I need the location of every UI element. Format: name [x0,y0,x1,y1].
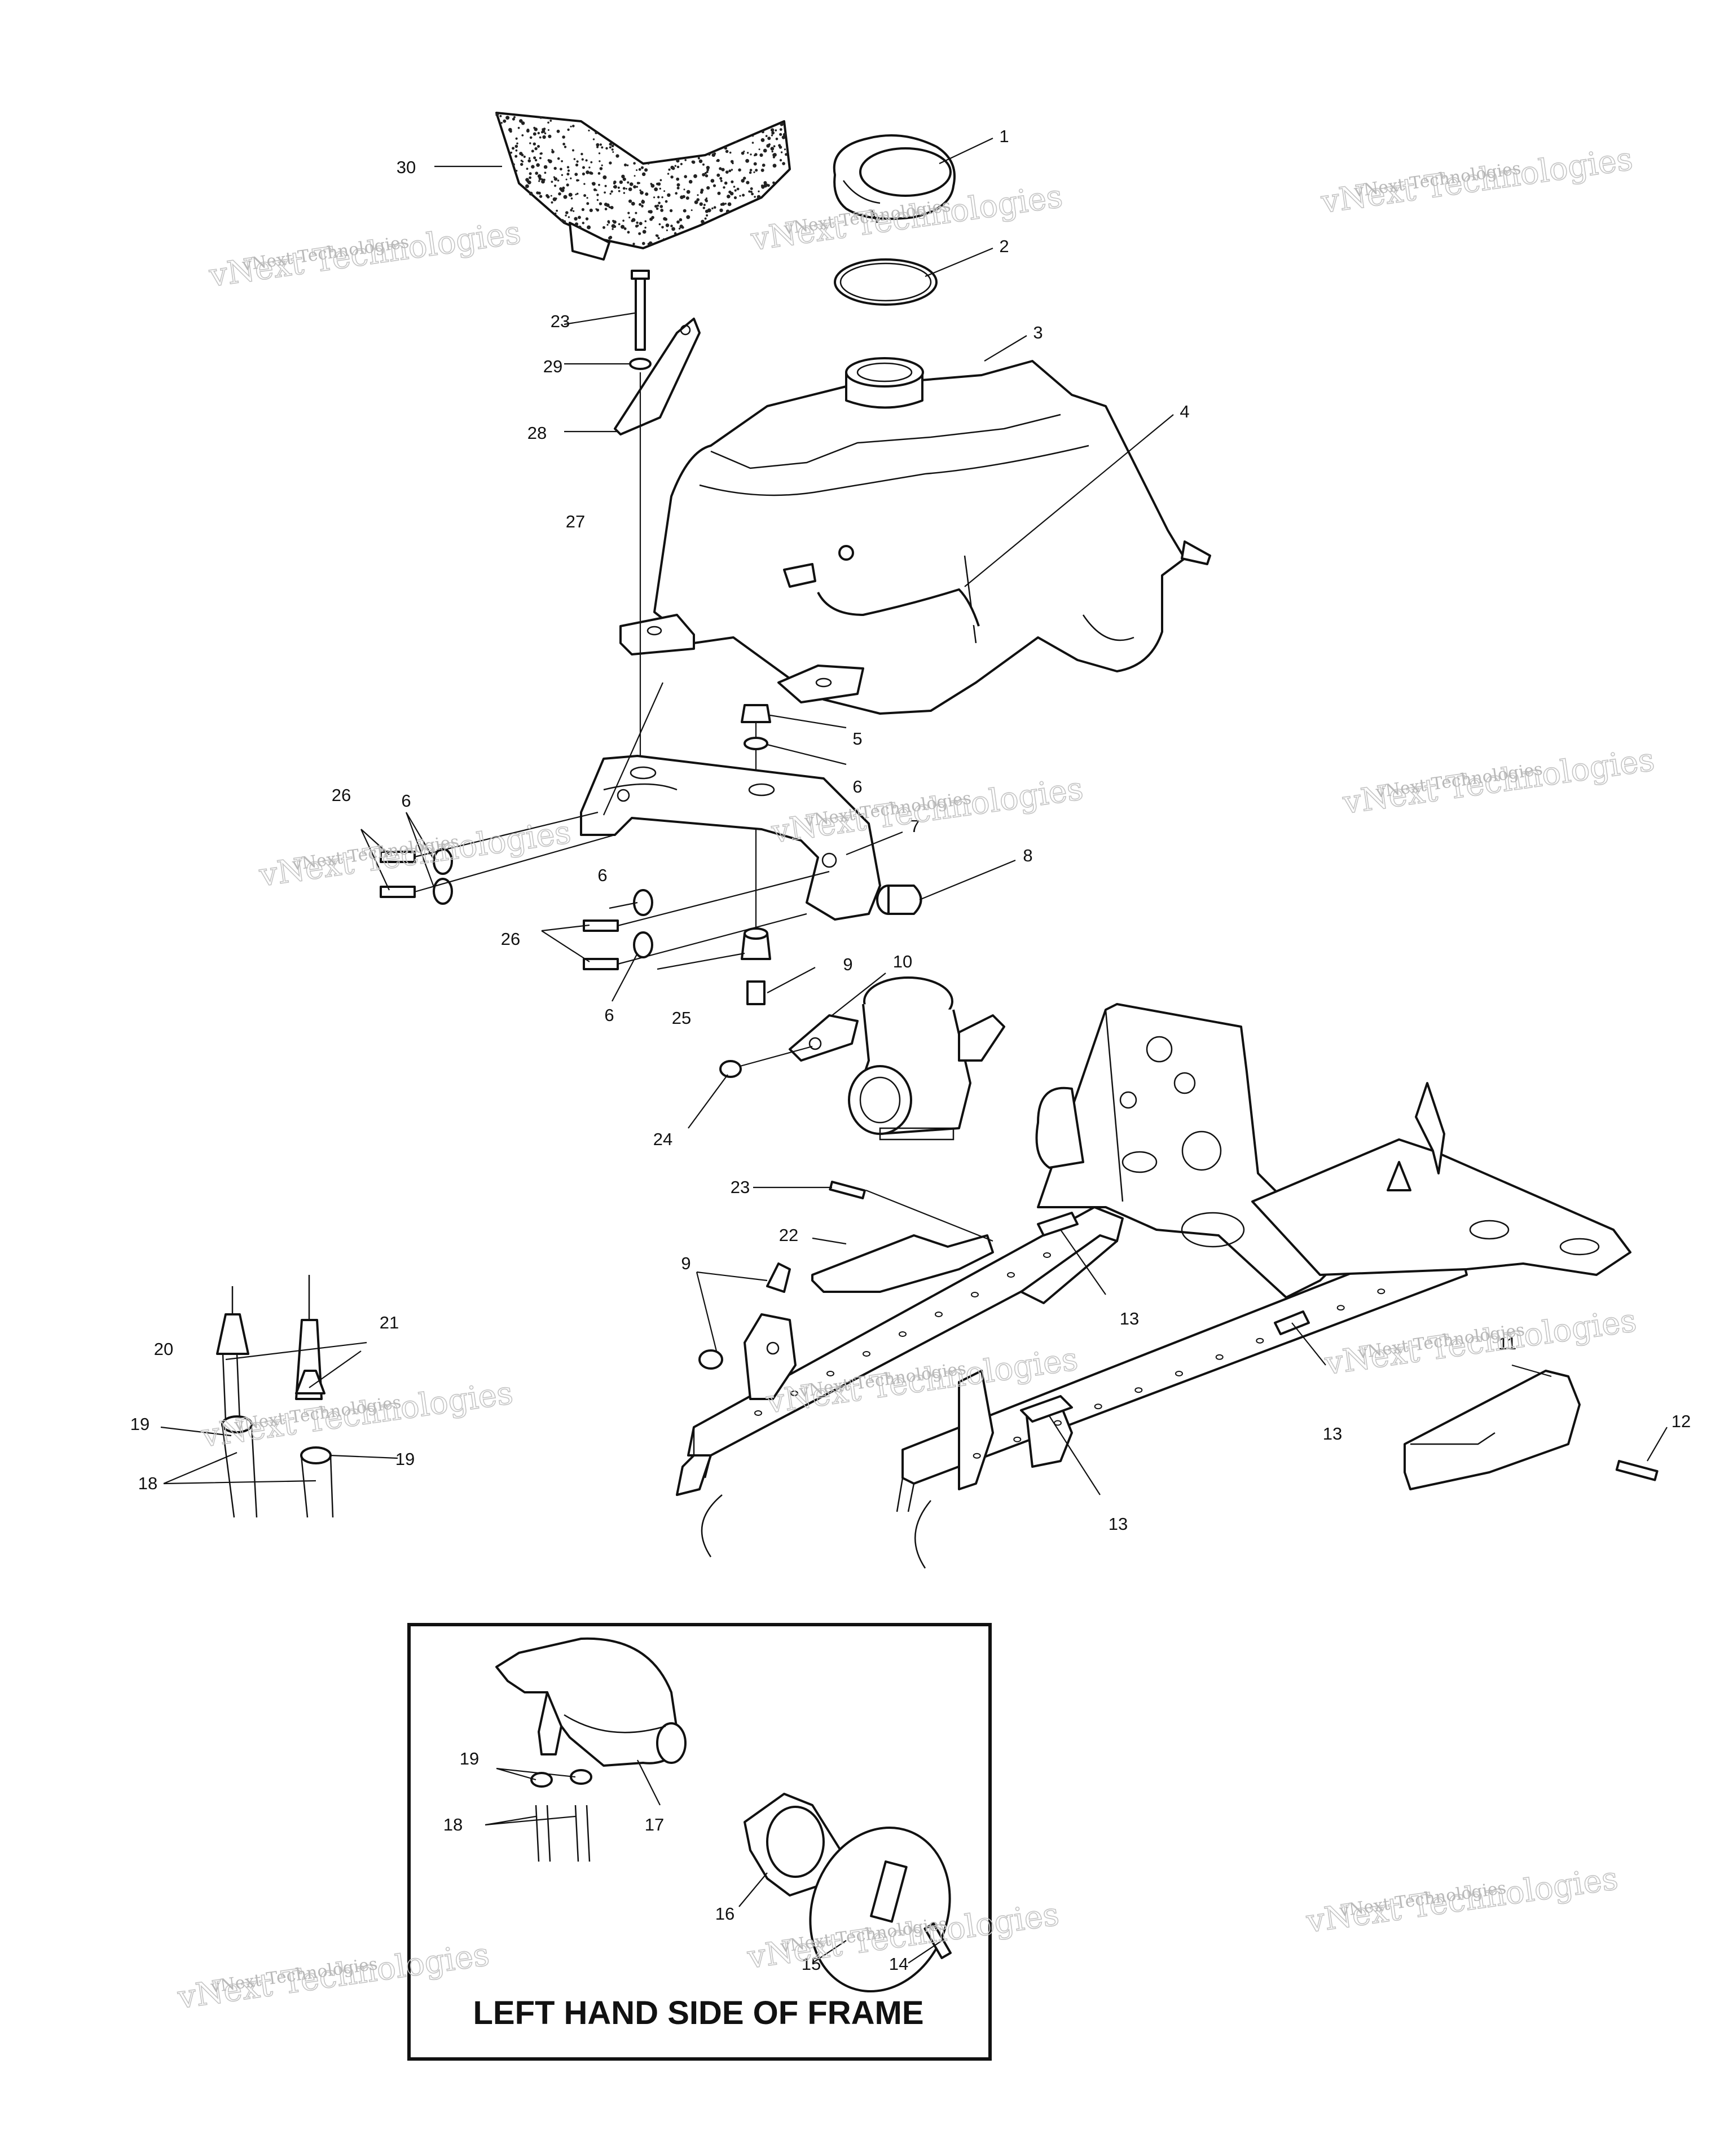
callout-13c: 13 [1109,1514,1128,1534]
callout-14: 14 [889,1954,908,1974]
callout-26b: 26 [501,929,520,949]
left-bolts-washers [380,811,615,905]
callout-23b: 23 [731,1177,750,1197]
callout-30: 30 [397,157,416,177]
callout-20: 20 [154,1339,173,1359]
callout-6b: 6 [401,791,411,811]
rubber-grommet [876,885,922,915]
inset-title: LEFT HAND SIDE OF FRAME [473,1995,923,2031]
tank-support-bracket [580,755,881,921]
foam-texture [495,113,788,245]
right-bolts-washers [583,870,830,970]
callout-29: 29 [543,357,562,376]
fuel-cap [833,134,956,223]
callout-24: 24 [653,1129,672,1149]
callout-17: 17 [645,1815,664,1834]
callout-2: 2 [999,236,1009,256]
inset-hoses [530,1769,592,1862]
callout-6a: 6 [852,777,862,797]
callout-12: 12 [1672,1411,1691,1431]
vehicle-frame [676,1003,1631,1569]
callout-22: 22 [779,1225,798,1245]
retaining-nut [744,1793,842,1897]
callout-6d: 6 [604,1005,614,1025]
fuel-tank [619,357,1211,715]
callout-10: 10 [893,952,912,971]
filter-mount [809,1826,951,1993]
leader-lines [160,138,1668,1964]
callout-4: 4 [1180,402,1189,421]
callout-6c: 6 [597,865,607,885]
fuel-filter [495,1637,687,1767]
callout-16: 16 [715,1904,734,1924]
mount-screw [923,1922,952,1959]
callout-3: 3 [1033,323,1043,342]
watermark-1: vNext Technologies vNext Technologies [206,214,524,295]
o-ring [834,258,938,306]
callout-23a: 23 [551,311,570,331]
watermark-9: vNext Technologies vNext Technologies [1322,1302,1639,1383]
callout-8: 8 [1023,846,1032,865]
watermark-6: vNext Technologies vNext Technologies [1340,741,1657,822]
upper-bracket-hardware [614,270,701,435]
callout-21: 21 [380,1313,399,1332]
callout-19a: 19 [130,1414,149,1434]
spacer-bushing [741,927,771,1005]
fuel-line-fittings [216,1275,334,1518]
callout-13b: 13 [1323,1424,1342,1444]
callout-27: 27 [566,512,585,531]
foam-pad [495,112,791,261]
nut-washer-stack [741,704,771,750]
callout-18a: 18 [138,1473,157,1493]
callout-26a: 26 [332,785,351,805]
watermark-12: vNext Technologies vNext Technologies [1303,1860,1621,1941]
callout-7: 7 [910,816,920,836]
callout-1: 1 [999,126,1009,146]
callout-15: 15 [802,1954,821,1974]
callout-19b: 19 [395,1449,415,1469]
callout-9b: 9 [681,1253,690,1273]
callout-19c: 19 [460,1749,479,1768]
carb-screw [719,1045,813,1078]
callout-9a: 9 [843,954,852,974]
watermark-7: vNext Technologies vNext Technologies [199,1374,516,1455]
callout-28: 28 [527,423,547,443]
frame-rail-holes [754,1252,1385,1459]
callout-5: 5 [852,729,862,749]
callout-11: 11 [1498,1334,1516,1353]
skid-plate-bolt [1615,1460,1659,1481]
carburetor [789,976,1005,1141]
watermark-3: vNext Technologies vNext Technologies [1318,140,1635,222]
callout-labels: 1 2 3 4 5 6 6 6 6 7 8 9 9 10 11 12 13 13… [130,126,1691,1974]
frame-mount-bracket [811,1181,994,1293]
callout-13a: 13 [1120,1309,1139,1328]
callout-25: 25 [672,1008,691,1028]
skid-plate [1404,1370,1581,1490]
callout-18b: 18 [443,1815,463,1834]
